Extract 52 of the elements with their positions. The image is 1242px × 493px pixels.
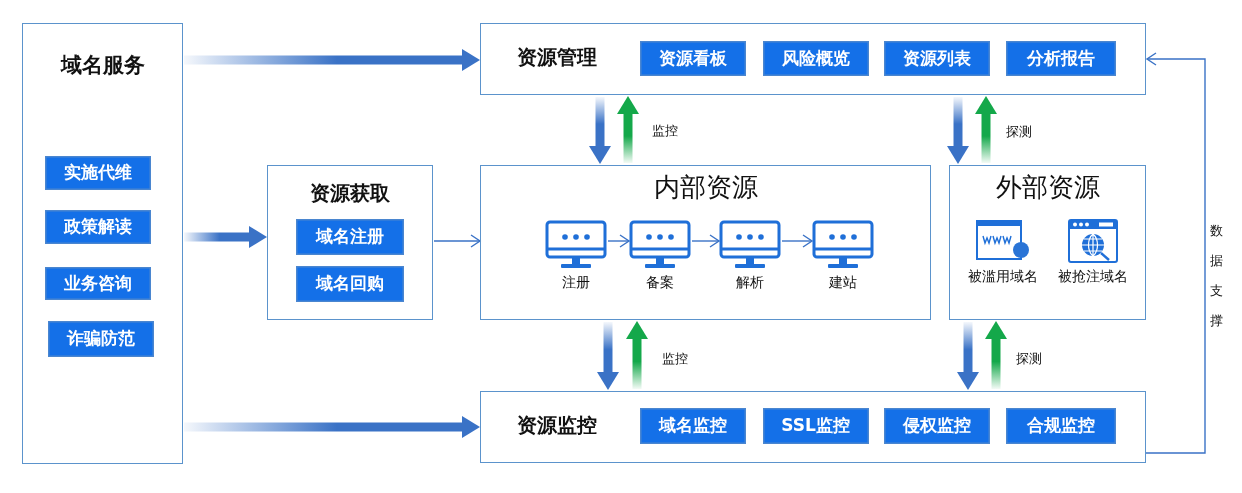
section-box [480,165,931,320]
feature-box: SSL监控 [762,407,869,444]
feature-box: 实施代维 [44,155,151,190]
feature-box: 风险概览 [762,40,869,76]
item-label: 备案 [644,273,675,292]
item-label: 建站 [827,273,858,292]
section-box [949,165,1146,320]
item-label: 解析 [734,273,765,292]
section-title: 内部资源 [652,171,759,204]
arrow [184,416,480,438]
section-box [480,391,1146,463]
feature-box: 资源列表 [883,40,990,76]
section-title: 资源管理 [517,44,597,71]
arrow [985,321,1007,389]
edge-label: 监控 [662,350,688,368]
edge-label: 探测 [1006,123,1032,141]
feature-box: 侵权监控 [883,407,990,444]
edge-label: 探测 [1016,350,1042,368]
feature-box: 合规监控 [1005,407,1116,444]
arrow [433,234,481,248]
arrow [975,96,997,163]
feature-box: 诈骗防范 [47,320,154,357]
feature-box: 域名回购 [295,265,404,302]
feature-box: 政策解读 [44,209,151,244]
arrow [184,226,267,248]
feature-box: 域名注册 [295,218,404,255]
arrow [691,234,720,248]
arrow [589,97,611,164]
arrow [781,234,813,248]
feature-box: 分析报告 [1005,40,1116,76]
section-title: 资源获取 [309,180,391,207]
item-label: 被滥用域名 [966,267,1039,286]
arrow [617,96,639,163]
arrow [957,322,979,390]
section-box [267,165,433,320]
arrow [626,321,648,389]
feature-box: 域名监控 [639,407,746,444]
arrow [607,234,630,248]
arrow [597,322,619,390]
section-box [480,23,1146,95]
item-label: 注册 [560,273,591,292]
section-box [22,23,183,464]
edge-label: 监控 [652,122,678,140]
item-label: 被抢注域名 [1056,267,1129,286]
feature-box: 业务咨询 [44,266,151,300]
arrow [184,49,480,71]
feature-box: 资源看板 [639,40,746,76]
section-title: 域名服务 [59,52,146,79]
arrow [947,97,969,164]
arrow [1145,52,1206,454]
section-title: 外部资源 [994,171,1101,204]
section-title: 资源监控 [517,412,597,439]
